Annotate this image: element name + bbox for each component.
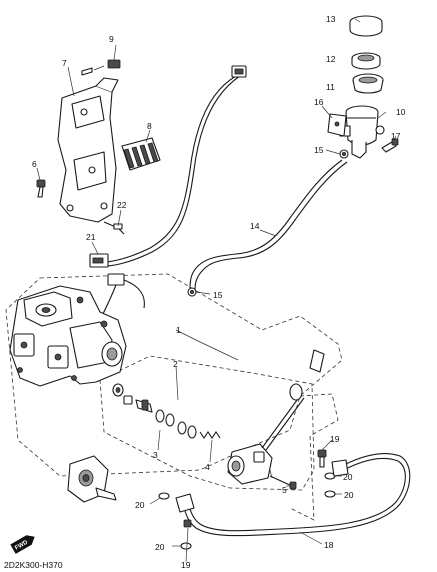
assembly-outline-1 bbox=[5, 273, 343, 477]
callout-14: 14 bbox=[250, 221, 260, 231]
callout-20-left-lower: 20 bbox=[155, 542, 165, 552]
callout-19-left: 19 bbox=[181, 560, 191, 570]
callout-17: 17 bbox=[391, 131, 401, 141]
callout-10: 10 bbox=[396, 107, 406, 117]
union-bolt-part-19-right bbox=[317, 449, 327, 468]
callout-labels: 1 2 3 4 5 6 7 8 9 10 11 12 13 14 15 15 1… bbox=[32, 14, 406, 570]
assembly-outline-4 bbox=[289, 393, 339, 521]
wire-harness bbox=[89, 65, 247, 321]
cable-tie-part-22 bbox=[103, 221, 125, 235]
callout-18: 18 bbox=[324, 540, 334, 550]
callout-3: 3 bbox=[153, 450, 158, 460]
diaphragm-part-11 bbox=[352, 73, 384, 94]
gasket-part-20-left-upper bbox=[158, 492, 170, 500]
hose-clip-part-15-upper bbox=[339, 149, 349, 159]
callout-5: 5 bbox=[282, 485, 287, 495]
bolt-part-9 bbox=[81, 59, 121, 76]
bleed-screw bbox=[269, 475, 297, 490]
pump-component bbox=[67, 455, 117, 503]
bolt-part-6 bbox=[36, 179, 46, 198]
callout-13: 13 bbox=[326, 14, 336, 24]
callout-19-right: 19 bbox=[330, 434, 340, 444]
callout-4: 4 bbox=[205, 462, 210, 472]
gasket-part-20-right-lower bbox=[324, 490, 336, 498]
assembly-outline-2 bbox=[99, 355, 315, 491]
callout-15-upper: 15 bbox=[314, 145, 324, 155]
callout-11: 11 bbox=[326, 82, 335, 92]
bracket-part-16 bbox=[327, 113, 347, 137]
diagram-code: 2D2K300-H370 bbox=[4, 560, 63, 570]
bracket-part-7 bbox=[57, 77, 119, 223]
bolt-part-17 bbox=[381, 138, 399, 153]
gasket-part-20-left-lower bbox=[180, 542, 192, 550]
callout-20-right-upper: 20 bbox=[343, 472, 353, 482]
reservoir-hose-part-14 bbox=[189, 159, 348, 291]
callout-2: 2 bbox=[173, 359, 178, 369]
callout-7: 7 bbox=[62, 58, 67, 68]
union-bolt-part-19-left bbox=[183, 519, 192, 528]
clutch-hose-part-18 bbox=[175, 453, 411, 537]
reservoir-part-10 bbox=[339, 105, 385, 159]
hose-clip-part-15-lower bbox=[187, 287, 197, 297]
leader-lines bbox=[36, 18, 397, 563]
rectifier-part-8 bbox=[121, 137, 161, 171]
callout-1: 1 bbox=[176, 325, 181, 335]
callout-12: 12 bbox=[326, 54, 336, 64]
reservoir-cap-part-13 bbox=[349, 15, 383, 37]
callout-21: 21 bbox=[86, 232, 96, 242]
piston-kit-part-3 bbox=[112, 383, 221, 439]
diaphragm-holder-part-12 bbox=[351, 52, 381, 70]
slave-cylinder-part-5 bbox=[227, 349, 325, 485]
clutch-master-cylinder-assembly bbox=[9, 285, 127, 387]
callout-15-lower: 15 bbox=[213, 290, 223, 300]
callout-8: 8 bbox=[147, 121, 152, 131]
callout-16: 16 bbox=[314, 97, 324, 107]
callout-9: 9 bbox=[109, 34, 114, 44]
callout-6: 6 bbox=[32, 159, 37, 169]
callout-20-right-lower: 20 bbox=[344, 490, 354, 500]
callout-22: 22 bbox=[117, 200, 127, 210]
callout-20-left-upper: 20 bbox=[135, 500, 145, 510]
fwd-direction-badge: FWD bbox=[10, 535, 35, 554]
